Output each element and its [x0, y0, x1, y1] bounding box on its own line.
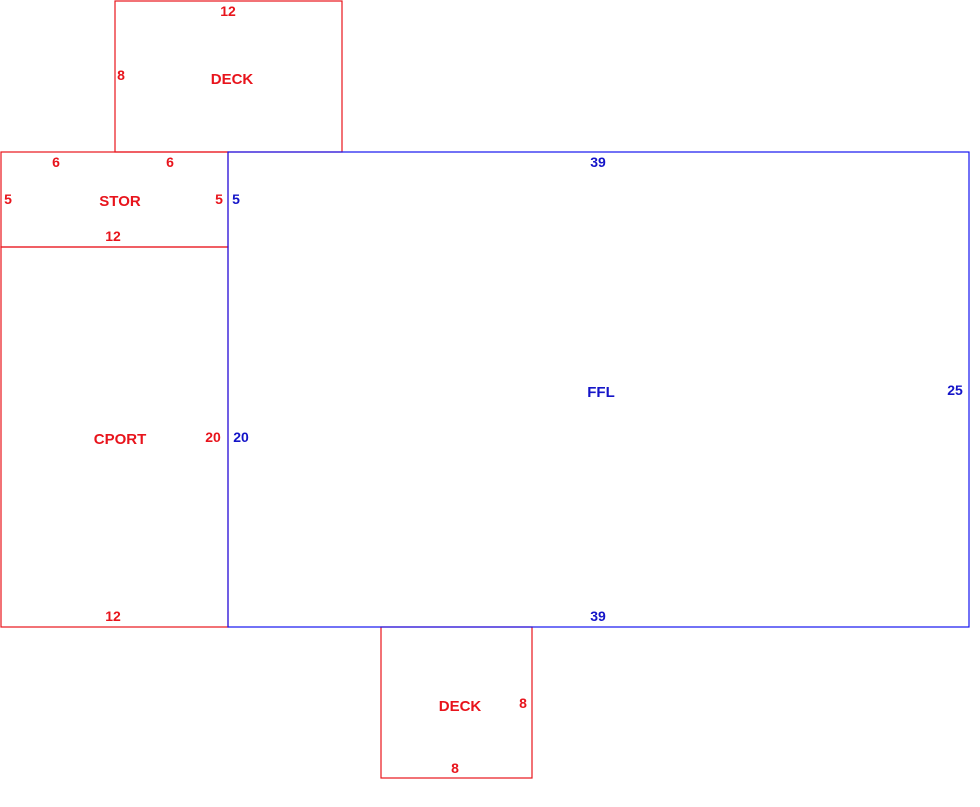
deck-bottom-dim-bottom: 8	[451, 760, 459, 776]
area-deck-top: DECK 12 8	[114, 0, 343, 153]
cport-dim-right: 20	[205, 429, 221, 445]
area-cport: CPORT 20 12	[0, 246, 229, 628]
ffl-dim-left-bottom: 20	[233, 429, 249, 445]
area-stor: STOR 6 6 5 5 12	[0, 151, 229, 248]
deck-bottom-label: DECK	[439, 698, 482, 715]
stor-dim-right: 5	[215, 191, 223, 207]
deck-top-dim-left: 8	[117, 67, 125, 83]
stor-dim-left: 5	[4, 191, 12, 207]
ffl-dim-bottom: 39	[590, 608, 606, 624]
stor-dim-top-left: 6	[52, 154, 60, 170]
cport-label: CPORT	[94, 431, 147, 448]
ffl-outline	[227, 151, 970, 628]
deck-bottom-dim-right: 8	[519, 695, 527, 711]
cport-dim-bottom: 12	[105, 608, 121, 624]
stor-dim-top-right: 6	[166, 154, 174, 170]
ffl-dim-left-top: 5	[232, 191, 240, 207]
stor-label: STOR	[99, 193, 141, 210]
area-ffl: FFL 39 5 20 25 39	[227, 151, 970, 628]
deck-top-label: DECK	[211, 71, 254, 88]
ffl-dim-right: 25	[947, 382, 963, 398]
ffl-dim-top: 39	[590, 154, 606, 170]
stor-dim-bottom: 12	[105, 228, 121, 244]
deck-top-dim-top: 12	[220, 3, 236, 19]
ffl-label: FFL	[587, 384, 615, 401]
area-deck-bottom: DECK 8 8	[380, 626, 533, 779]
